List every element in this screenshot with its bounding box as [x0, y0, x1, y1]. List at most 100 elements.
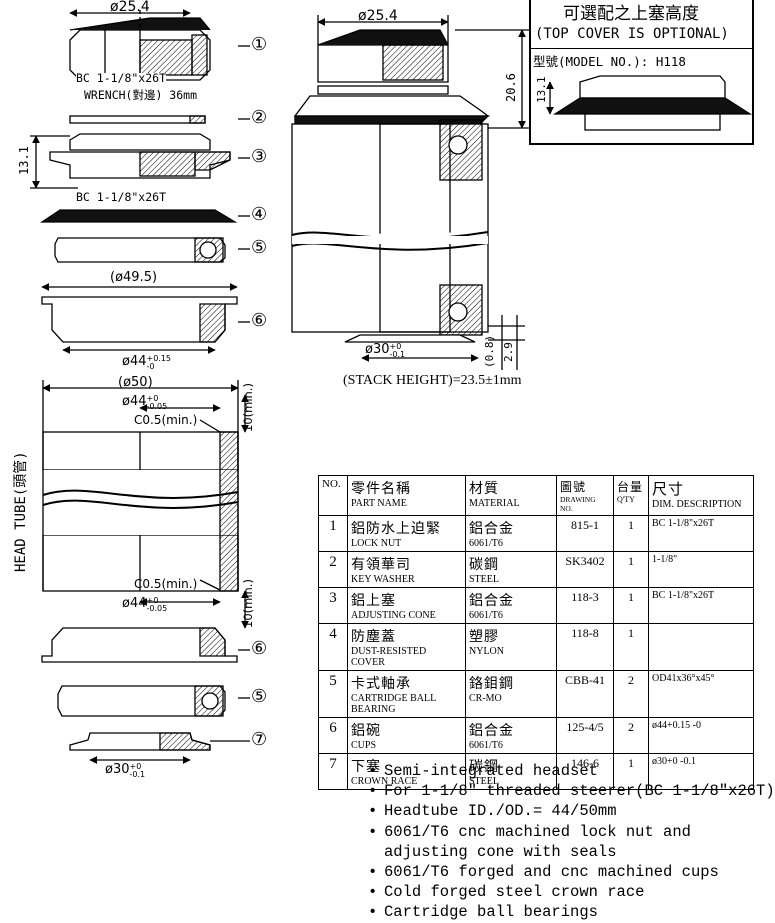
- dim-tube-od-50: (ø50): [118, 375, 153, 390]
- row-no: 6: [318, 717, 348, 754]
- dim-depth-top: 10(min.): [241, 383, 255, 432]
- dim-crown-race-diameter: ø30+0-0.1: [105, 762, 146, 779]
- assembly-dim-height-20-6: 20.6: [504, 73, 518, 102]
- list-item: •Headtube ID./OD.= 44/50mm: [368, 802, 617, 821]
- row-qty: 1: [613, 551, 649, 588]
- dim-height-13-1: 13.1: [17, 146, 31, 175]
- top-box-title-zh: 可選配之上塞高度: [563, 4, 699, 23]
- assembly-dim-crown-race: ø30+0-0.1: [365, 342, 406, 359]
- row-no: 1: [318, 515, 348, 552]
- callout-1: ①: [251, 34, 268, 55]
- list-item: •For 1-1/8" threaded steerer(BC 1-1/8"x2…: [368, 782, 775, 801]
- top-cover-view: [546, 75, 753, 131]
- technical-drawing: [30, 9, 753, 764]
- tol-cup-upper: +0.15: [146, 354, 172, 363]
- list-item: adjusting cone with seals: [384, 842, 617, 861]
- row-no: 2: [318, 551, 348, 588]
- row-no: 5: [318, 670, 348, 718]
- box-divider: [531, 48, 752, 49]
- row-drawing-no: CBB-41: [556, 670, 614, 718]
- label-wrench: WRENCH(對邊) 36mm: [84, 88, 198, 102]
- tol-cup-lower: -0: [146, 362, 155, 371]
- stack-height-label: (STACK HEIGHT)=23.5±1mm: [343, 373, 522, 388]
- label-bc-thread-1: BC 1-1/8"x26T: [76, 71, 167, 85]
- top-box-dim-13-1: 13.1: [535, 76, 548, 104]
- top-box-title-en: (TOP COVER IS OPTIONAL): [535, 26, 729, 42]
- row-drawing-no: 125-4/5: [556, 717, 614, 754]
- row-no: 4: [318, 623, 348, 671]
- row-dimension: ø44+0.15 -0: [648, 717, 754, 754]
- list-item: •6061/T6 cnc machined lock nut and: [368, 822, 691, 841]
- callout-5-upper: ⑤: [251, 237, 268, 258]
- callout-6-lower: ⑥: [251, 638, 268, 659]
- list-item: •6061/T6 forged and cnc machined cups: [368, 863, 719, 882]
- tol-top-lower: -0.05: [146, 402, 168, 411]
- row-dimension: BC 1-1/8"x26T: [648, 515, 754, 552]
- list-item: •Cartridge ball bearings: [368, 903, 598, 922]
- model-number-label: 型號(MODEL NO.): H118: [533, 54, 686, 69]
- assembly-dim-0-8: (0.8): [483, 334, 496, 368]
- tol-30-lower: -0.1: [129, 770, 146, 779]
- optional-top-cover-box: [529, 0, 754, 145]
- part-6-cup-upper: [41, 283, 238, 354]
- head-tube-section: [42, 380, 249, 629]
- row-no: 3: [318, 587, 348, 624]
- dim-tube-id-bottom: ø44+0-0.05: [122, 596, 168, 613]
- part-1-lock-nut: [69, 9, 211, 81]
- dim-depth-bottom: 10(min.): [241, 579, 255, 628]
- row-qty: 1: [613, 587, 649, 624]
- head-tube-label: HEAD TUBE(頭管): [13, 451, 29, 572]
- row-qty: 2: [613, 717, 649, 754]
- tol-bot-lower: -0.05: [146, 604, 168, 613]
- row-dimension: ø30+0 -0.1: [648, 753, 754, 790]
- label-bc-thread-3: BC 1-1/8"x26T: [76, 190, 167, 204]
- tol-bot-upper: +0: [146, 596, 159, 605]
- row-qty: 1: [613, 623, 649, 671]
- callout-leaders: [210, 45, 250, 742]
- row-dimension: OD41x36°x45°: [648, 670, 754, 718]
- tol-top-upper: +0: [146, 394, 159, 403]
- assembly-tol-lower: -0.1: [389, 350, 406, 359]
- assembly-tol-upper: +0: [389, 342, 402, 351]
- dim-cup-diameter-44: ø44+0.15-0: [122, 354, 172, 371]
- chamfer-bottom-label: C0.5(min.): [134, 577, 198, 591]
- list-item: •Cold forged steel crown race: [368, 883, 645, 902]
- dim-tube-id-top: ø44+0-0.05: [122, 394, 168, 411]
- dim-top-diameter: ø25.4: [110, 0, 150, 15]
- row-drawing-no: 118-8: [556, 623, 614, 671]
- row-dimension: [648, 623, 754, 671]
- row-dimension: BC 1-1/8"x26T: [648, 587, 754, 624]
- row-qty: 1: [613, 515, 649, 552]
- row-drawing-no: SK3402: [556, 551, 614, 588]
- assembly-dim-top-diameter: ø25.4: [358, 8, 398, 24]
- assembly-dim-2-9: 2.9: [502, 342, 515, 362]
- row-dimension: 1-1/8": [648, 551, 754, 588]
- callout-7: ⑦: [251, 729, 268, 750]
- row-no: 7: [318, 753, 348, 790]
- feature-notes: •Semi-integrated headset •For 1-1/8" thr…: [368, 761, 775, 923]
